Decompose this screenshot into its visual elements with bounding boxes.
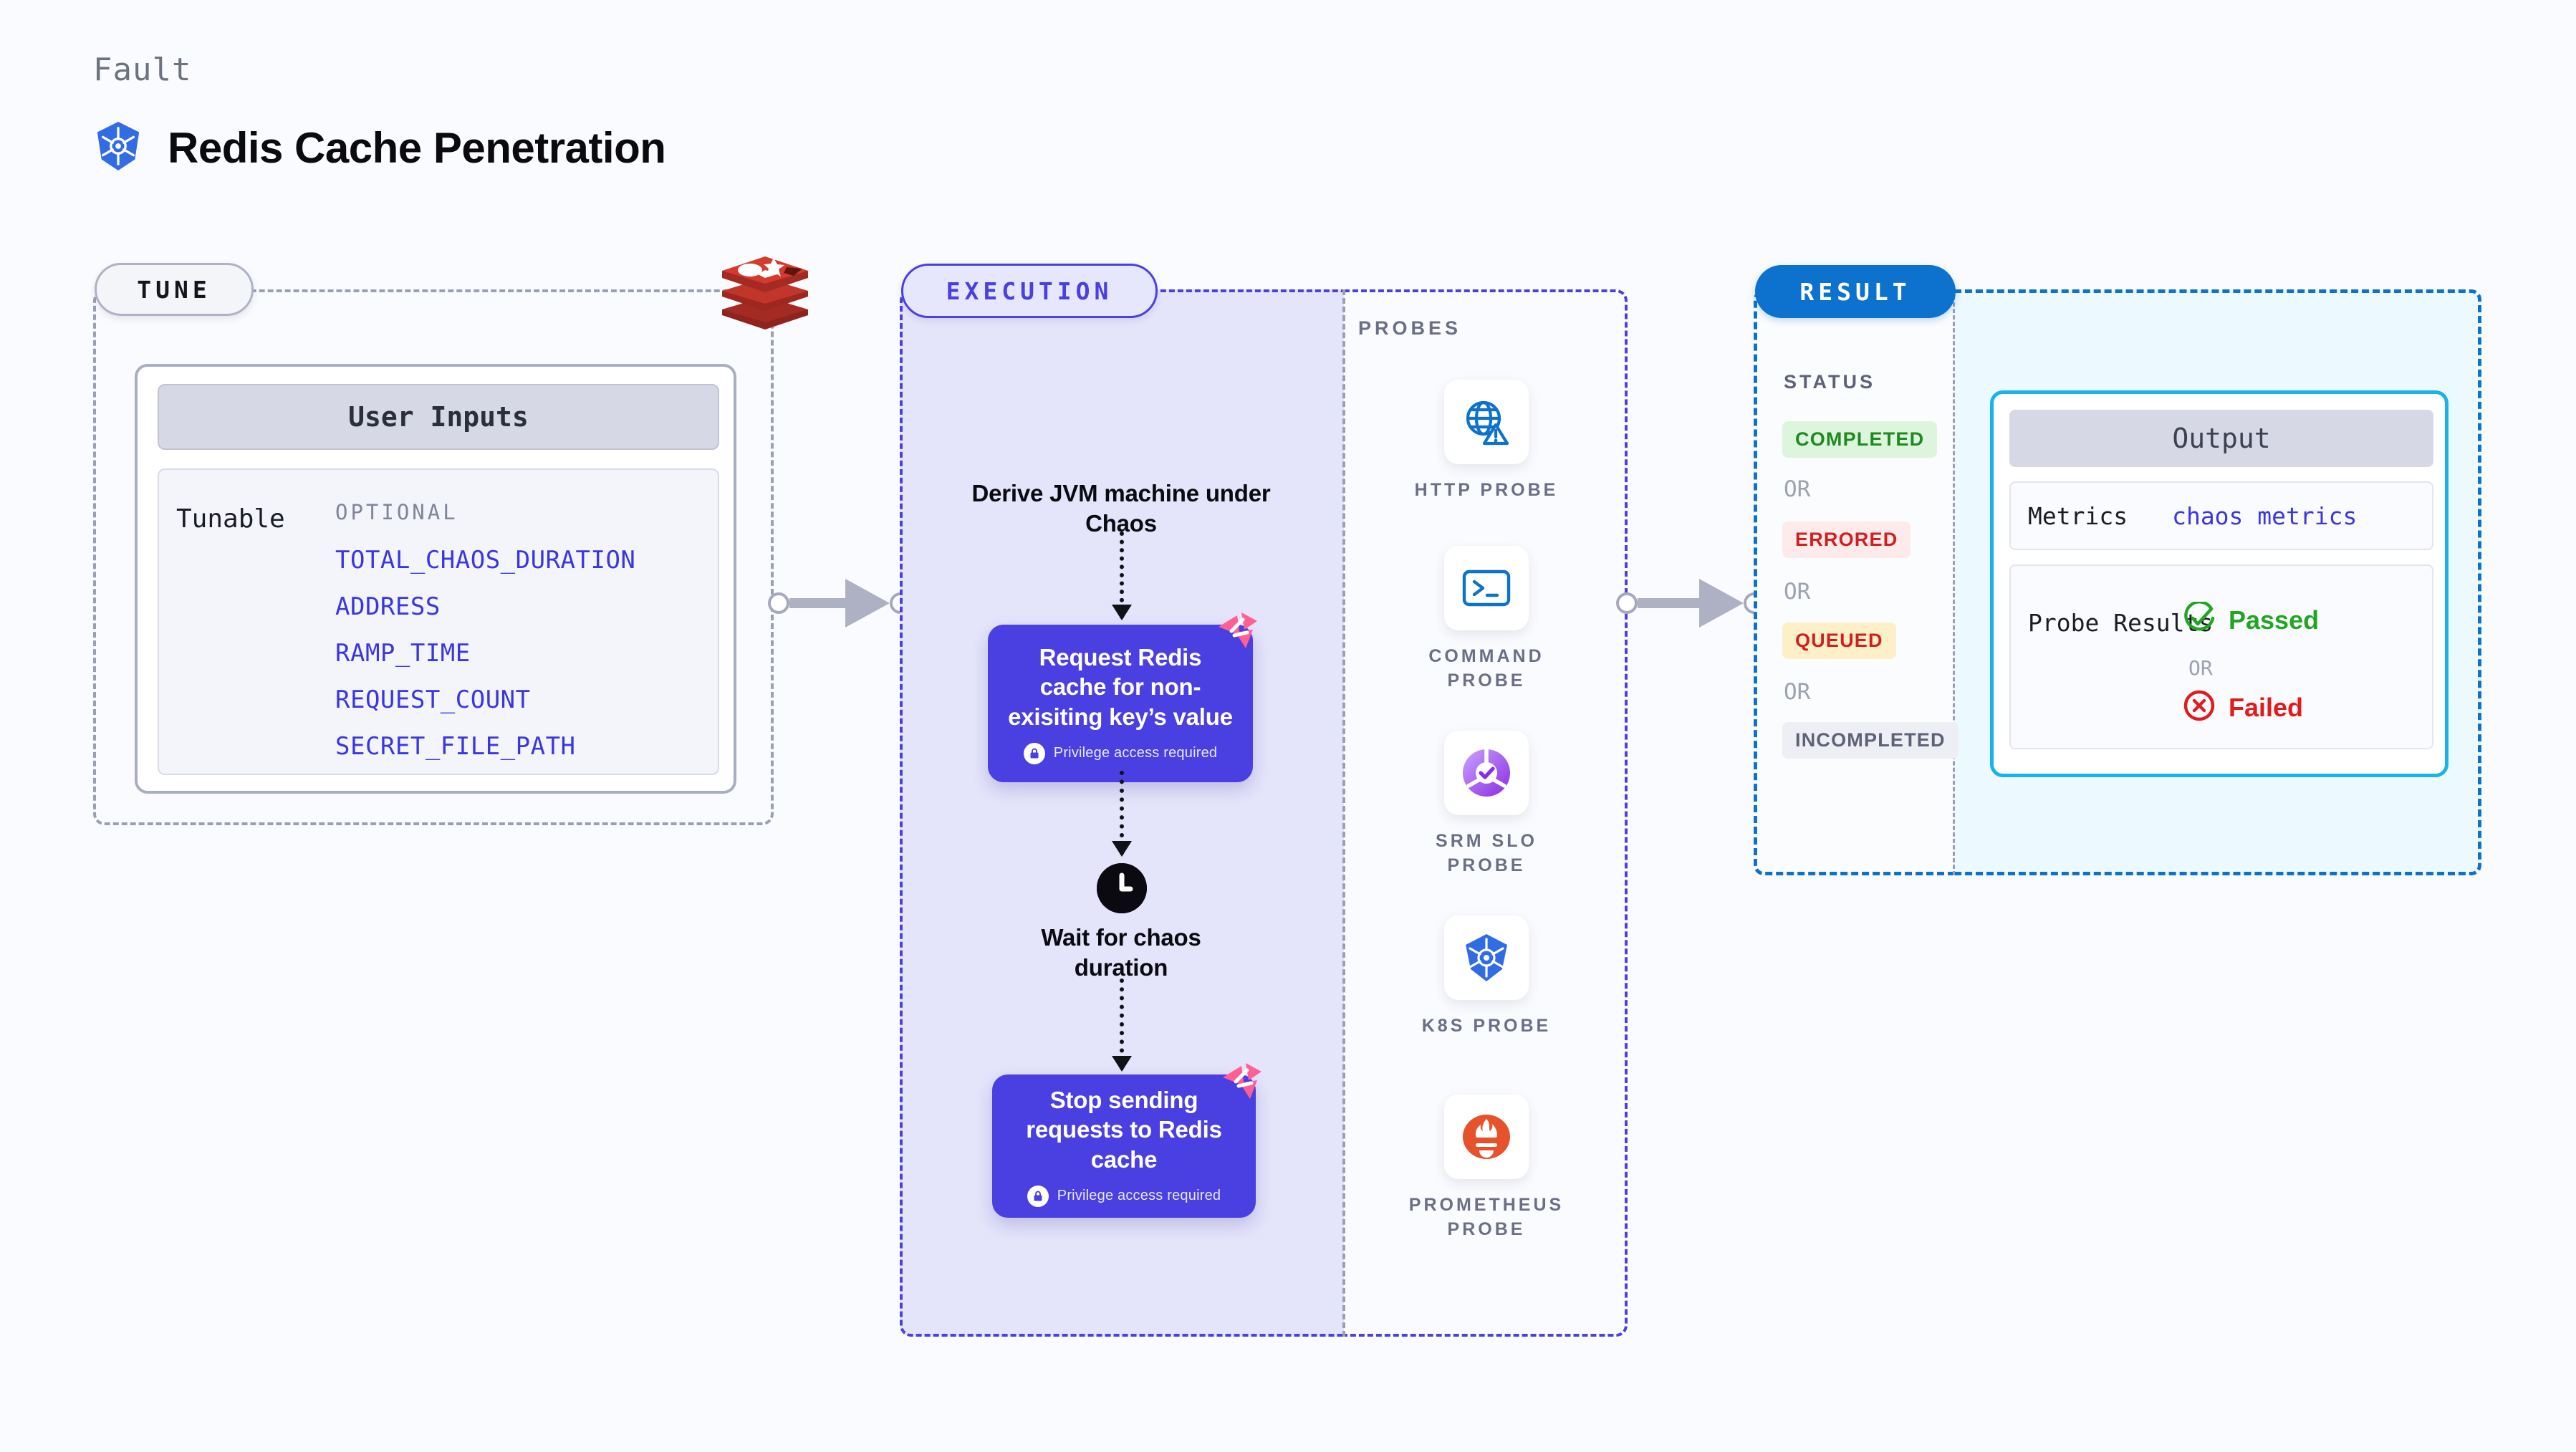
status-badge-completed: COMPLETED [1782,421,1938,458]
probe-label: PROMETHEUS PROBE [1408,1195,1565,1239]
privilege-text: Privilege access required [1057,1188,1221,1204]
connector-arrowhead [845,579,890,628]
tune-pill[interactable]: TUNE [95,263,254,316]
page-title-row: Redis Cache Penetration [93,120,666,176]
flow-arrow [1112,771,1132,857]
lock-icon [1023,742,1045,764]
probe-label: COMMAND PROBE [1428,646,1544,691]
verdict-passed: Passed [2183,600,2320,638]
page-title: Redis Cache Penetration [168,124,666,172]
list-item[interactable]: REQUEST_COUNT [335,686,531,714]
result-status-region [1754,289,1954,875]
user-inputs-header: User Inputs [158,384,719,450]
lock-icon [1027,1185,1049,1207]
probe-label: SRM SLO PROBE [1436,831,1537,875]
result-divider [1953,289,1955,875]
page-eyebrow: Fault [93,52,192,88]
connector-dot [1616,592,1638,614]
probe-item-http[interactable]: HTTP PROBE [1404,380,1569,503]
output-card: Output Metrics chaos metrics Probe Resul… [1990,390,2448,777]
status-badge-incompleted: INCOMPLETED [1782,722,1959,759]
metrics-label: Metrics [2028,501,2128,530]
action-title: Stop sending requests to Redis cache [1026,1087,1222,1173]
probe-label: HTTP PROBE [1414,480,1559,500]
flow-action-stop-requests[interactable]: Stop sending requests to Redis cache Pri… [992,1074,1256,1218]
flow-action-request-redis[interactable]: Request Redis cache for non-exisiting ke… [988,625,1253,782]
list-item[interactable]: RAMP_TIME [335,639,471,668]
tunable-list: TOTAL_CHAOS_DURATION ADDRESS RAMP_TIME R… [335,546,635,779]
status-badge-queued: QUEUED [1782,622,1896,659]
flow-step-derive-jvm: Derive JVM machine under Chaos [971,480,1271,537]
connector-line [789,598,845,608]
or-separator: OR [1784,679,1811,705]
clock-icon [1097,863,1147,913]
connector-tune-to-execution [768,579,911,628]
metrics-row: Metrics chaos metrics [2009,481,2433,550]
metrics-value[interactable]: chaos metrics [2172,501,2358,530]
result-pill[interactable]: RESULT [1755,265,1956,318]
flow-step-wait-chaos: Wait for chaos duration [1041,924,1201,981]
litmus-badge-icon [1223,1063,1261,1099]
globe-warning-icon [1444,380,1529,464]
or-separator: OR [1784,579,1811,605]
verdict-failed: Failed [2183,689,2303,726]
probe-item-k8s[interactable]: K8S PROBE [1404,915,1569,1039]
privilege-text: Privilege access required [1053,745,1218,761]
probe-label: K8S PROBE [1421,1016,1552,1036]
litmus-badge-icon [1219,612,1257,648]
tune-region [93,289,774,825]
connector-arrowhead [1699,579,1744,628]
probe-item-command[interactable]: COMMAND PROBE [1404,546,1569,693]
user-inputs-card: User Inputs Tunable OPTIONAL TOTAL_CHAOS… [135,364,736,794]
optional-label: OPTIONAL [335,500,458,524]
list-item[interactable]: ADDRESS [335,592,441,621]
or-separator: OR [1784,476,1811,502]
connector-dot [768,592,789,614]
probe-results-label: Probe Results [2028,609,2214,637]
execution-pill[interactable]: EXECUTION [901,264,1158,318]
privilege-note: Privilege access required [1027,1185,1221,1207]
verdict-label: Failed [2229,692,2304,722]
flow-arrow [1112,532,1132,620]
flow-arrow [1112,979,1132,1072]
action-title: Request Redis cache for non-exisiting ke… [1008,644,1233,730]
kubernetes-icon [93,120,143,176]
probe-item-prometheus[interactable]: PROMETHEUS PROBE [1404,1095,1569,1242]
connector-execution-to-result [1616,579,1765,628]
probes-heading: PROBES [1358,317,1462,339]
privilege-note: Privilege access required [1023,742,1218,764]
probe-results-row: Probe Results Passed OR F [2009,564,2433,749]
x-circle-icon [2183,689,2216,726]
or-separator: OR [2188,656,2213,680]
output-header: Output [2009,410,2433,467]
slo-donut-check-icon [1444,731,1529,815]
probe-item-srm-slo[interactable]: SRM SLO PROBE [1404,731,1569,878]
redis-logo-icon [722,256,808,330]
kubernetes-icon [1444,915,1529,1000]
list-item[interactable]: SECRET_FILE_PATH [335,732,576,761]
check-circle-icon [2183,600,2216,638]
tunable-label: Tunable [176,504,285,534]
connector-line [1638,598,1699,608]
execution-probes-divider [1342,289,1345,1337]
terminal-icon [1444,546,1529,630]
status-heading: STATUS [1784,371,1875,393]
status-badge-errored: ERRORED [1782,521,1911,558]
list-item[interactable]: TOTAL_CHAOS_DURATION [335,546,636,574]
prometheus-icon [1444,1095,1529,1179]
tunable-box: Tunable OPTIONAL TOTAL_CHAOS_DURATION AD… [158,468,719,775]
verdict-label: Passed [2229,605,2320,635]
